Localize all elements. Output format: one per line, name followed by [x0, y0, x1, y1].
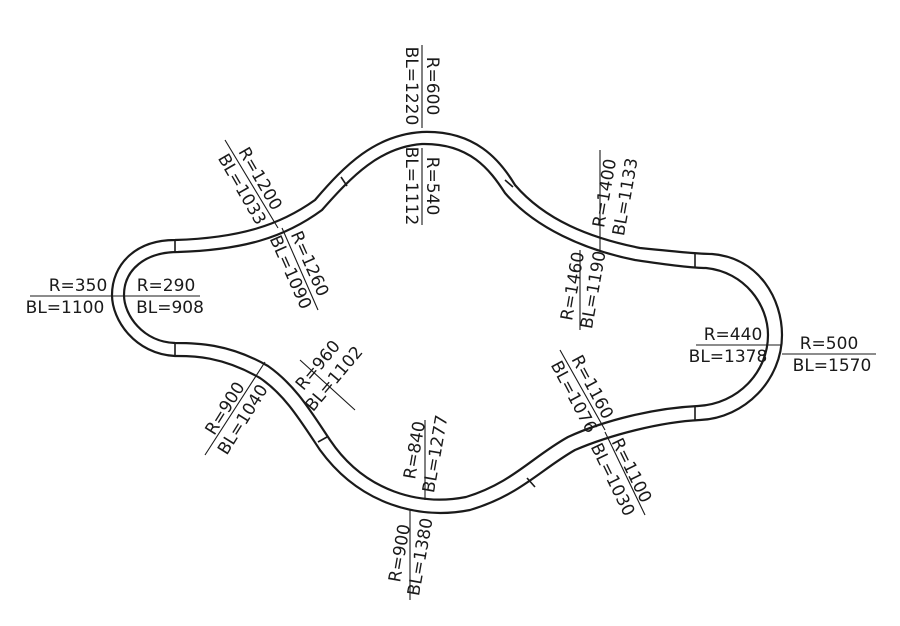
label-lower-left-outer: R=900 BL=1040	[202, 379, 273, 459]
radius-text: R=600	[422, 57, 442, 116]
label-top-inner: R=540 BL=1112	[401, 147, 442, 226]
band-outer-edge	[110, 130, 784, 514]
label-upper-left-inner: R=1260 BL=1090	[265, 228, 333, 312]
label-bottom-outer: R=900 BL=1380	[385, 516, 437, 597]
label-right-outer: R=500 BL=1570	[793, 334, 872, 376]
leader-line	[224, 139, 279, 229]
leader-line	[559, 349, 606, 431]
label-left-inner: R=290 BL=908	[136, 276, 204, 318]
joint-tick	[340, 176, 348, 187]
label-right-inner: R=440 BL=1378	[689, 325, 768, 367]
bl-text: BL=1378	[689, 347, 768, 367]
bl-text: BL=1112	[401, 147, 421, 226]
label-upper-right-outer: R=1400 BL=1133	[589, 156, 642, 237]
radius-text: R=500	[800, 334, 859, 354]
label-lower-right-outer: R=1100 BL=1030	[586, 435, 655, 519]
joint-tick	[526, 477, 536, 488]
label-left-outer: R=350 BL=1100	[26, 276, 108, 318]
bl-text: BL=1220	[401, 47, 421, 126]
band-inner-edge	[122, 142, 770, 501]
leader-line	[204, 361, 266, 456]
leader-line	[604, 431, 646, 516]
bl-text: BL=1100	[26, 298, 105, 318]
label-lower-right-inner: R=1160 BL=1076	[546, 352, 617, 437]
radius-text: R=540	[422, 157, 442, 216]
bl-text: BL=1570	[793, 356, 872, 376]
leader-line	[281, 227, 319, 311]
radius-text: R=350	[49, 276, 108, 296]
label-lower-left-inner: R=960 BL=1102	[292, 337, 367, 416]
joint-tick	[504, 179, 514, 188]
label-top-outer: R=600 BL=1220	[401, 47, 442, 126]
label-bottom-inner: R=840 BL=1277	[400, 413, 452, 494]
radius-text: R=290	[137, 276, 196, 296]
bl-text: BL=908	[136, 298, 204, 318]
leader-line	[299, 359, 356, 411]
label-upper-right-inner: R=1460 BL=1190	[557, 249, 610, 330]
radius-text: R=440	[704, 325, 763, 345]
label-upper-left-outer: R=1200 BL=1033	[213, 144, 286, 229]
joint-tick	[317, 436, 328, 443]
